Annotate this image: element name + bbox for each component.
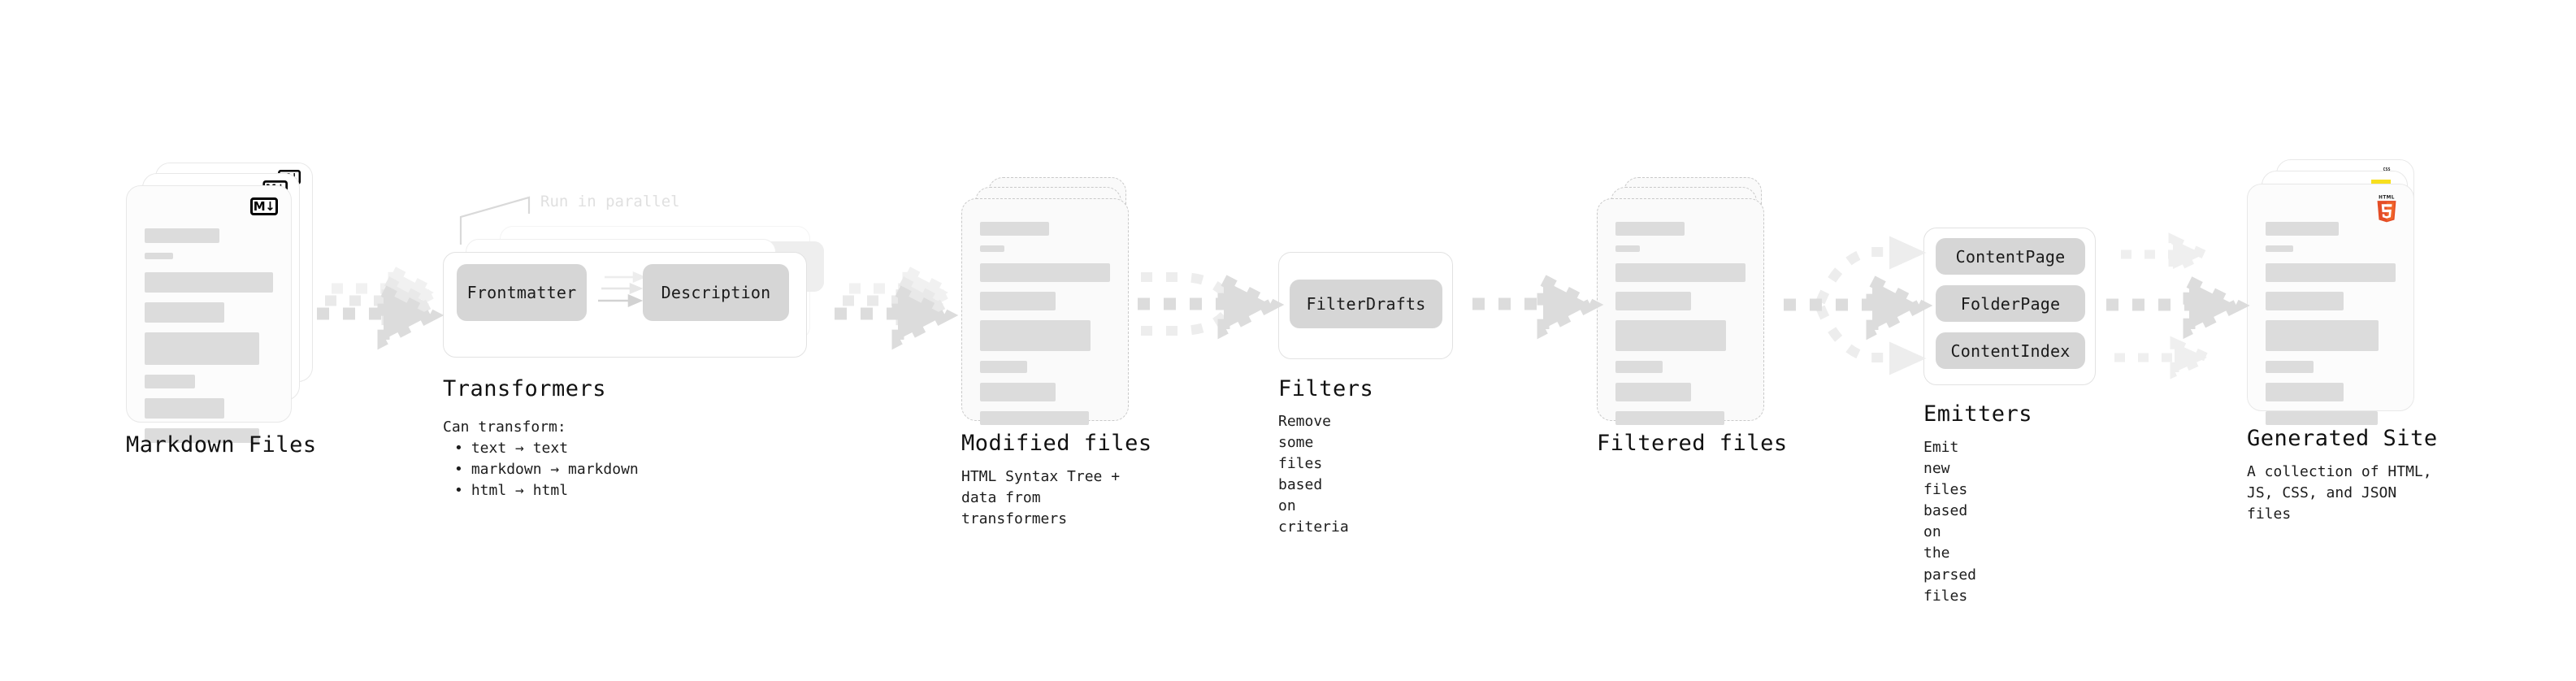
skeleton-bar [980, 292, 1056, 310]
transformers-list: text → text markdown → markdown html → h… [443, 438, 639, 501]
stage-generated-site: CSS HTML [2247, 159, 2442, 523]
skeleton-bar [145, 302, 224, 323]
skeleton-bar [2266, 383, 2344, 401]
skeleton-bar [980, 411, 1090, 425]
skeleton-bar [980, 222, 1049, 236]
transformer-node-frontmatter[interactable]: Frontmatter [457, 264, 587, 321]
emitter-node-contentindex[interactable]: ContentIndex [1936, 332, 2085, 369]
stage-title-emitters: Emitters [1923, 401, 2033, 427]
file-skeleton-body [980, 222, 1110, 435]
markdown-icon: M↓ [250, 197, 278, 215]
filtered-file-stack [1597, 177, 1784, 425]
emitter-node-folderpage[interactable]: FolderPage [1936, 285, 2085, 322]
skeleton-bar [145, 253, 173, 259]
skeleton-bar [980, 383, 1056, 401]
emitters-box: ContentPage FolderPage ContentIndex [1923, 228, 2096, 385]
transformer-node-description[interactable]: Description [643, 264, 789, 321]
stage-filtered-files: Filtered files [1597, 177, 1787, 456]
transformers-list-lead: Can transform: [443, 419, 566, 436]
skeleton-bar [2266, 245, 2293, 252]
skeleton-bar [2266, 292, 2344, 310]
skeleton-bar [1615, 411, 1725, 425]
transformers-list-item: markdown → markdown [454, 459, 639, 480]
stage-title-generated-site: Generated Site [2247, 426, 2438, 451]
transformers-list-item: text → text [454, 438, 639, 459]
skeleton-bar [2266, 411, 2378, 425]
skeleton-bar [980, 263, 1110, 282]
skeleton-bar [2266, 320, 2379, 351]
svg-text:HTML: HTML [2379, 196, 2395, 201]
generated-file-card-html: HTML [2247, 184, 2414, 425]
filtered-file-card-front [1597, 198, 1764, 425]
skeleton-bar [1615, 245, 1641, 252]
skeleton-bar [145, 375, 195, 388]
skeleton-bar [1615, 292, 1691, 310]
stage-subtitle-modified-files: HTML Syntax Tree + data from transformer… [961, 468, 1121, 528]
skeleton-bar [980, 361, 1027, 373]
markdown-file-card-front: M↓ [126, 185, 292, 443]
stage-title-transformers: Transformers [443, 376, 607, 401]
modified-file-card-front [961, 198, 1129, 425]
modified-file-stack [961, 177, 1148, 425]
stage-subtitle-filters: Remove some files based on criteria [1278, 413, 1349, 536]
connector-filtered-to-emitters [1784, 236, 1933, 375]
skeleton-bar [1615, 320, 1726, 351]
connector-transformers-to-modified [835, 262, 961, 350]
filters-box: FilterDrafts [1278, 252, 1453, 359]
transformers-list-item: html → html [454, 480, 639, 501]
stage-title-markdown-files: Markdown Files [126, 432, 317, 458]
skeleton-bar [1615, 383, 1691, 401]
skeleton-bar [980, 320, 1091, 351]
file-skeleton-body [145, 228, 273, 453]
filter-node-filterdrafts[interactable]: FilterDrafts [1290, 280, 1442, 328]
transformers-capability-list: Can transform: text → text markdown → ma… [443, 417, 639, 501]
skeleton-bar [980, 245, 1005, 252]
stage-subtitle-emitters: Emit new files based on the parsed files [1923, 439, 1977, 605]
skeleton-bar [1615, 222, 1685, 236]
emitter-node-contentpage[interactable]: ContentPage [1936, 238, 2085, 275]
stage-modified-files: Modified files HTML Syntax Tree + data f… [961, 177, 1151, 527]
file-skeleton-body [2266, 222, 2396, 435]
connector-markdown-to-transformers [317, 262, 446, 350]
skeleton-bar [2266, 263, 2396, 282]
skeleton-bar [2266, 361, 2314, 373]
skeleton-bar [1615, 361, 1663, 373]
connector-filters-to-filtered [1472, 270, 1604, 340]
generated-site-stack: CSS HTML [2247, 159, 2442, 427]
skeleton-bar [145, 428, 259, 443]
skeleton-bar [145, 272, 273, 293]
stage-title-filtered-files: Filtered files [1597, 431, 1788, 456]
connector-modified-to-filters [1138, 270, 1285, 340]
skeleton-bar [145, 332, 259, 365]
skeleton-bar [1615, 263, 1746, 282]
file-skeleton-body [1615, 222, 1746, 435]
markdown-file-stack: M↓ M↓ M↓ [126, 163, 313, 443]
skeleton-bar [145, 228, 219, 243]
stage-subtitle-generated-site: A collection of HTML, JS, CSS, and JSON … [2247, 463, 2432, 523]
skeleton-bar [2266, 222, 2339, 236]
stage-title-modified-files: Modified files [961, 431, 1152, 456]
stage-markdown-files: M↓ M↓ M↓ Markdown Files [126, 163, 316, 458]
run-in-parallel-label: Run in parallel [540, 193, 680, 210]
html5-icon: HTML [2377, 196, 2396, 223]
stage-title-filters: Filters [1278, 376, 1374, 401]
skeleton-bar [145, 398, 224, 419]
connector-emitters-to-generated [2106, 232, 2250, 380]
svg-text:CSS: CSS [2383, 167, 2390, 172]
